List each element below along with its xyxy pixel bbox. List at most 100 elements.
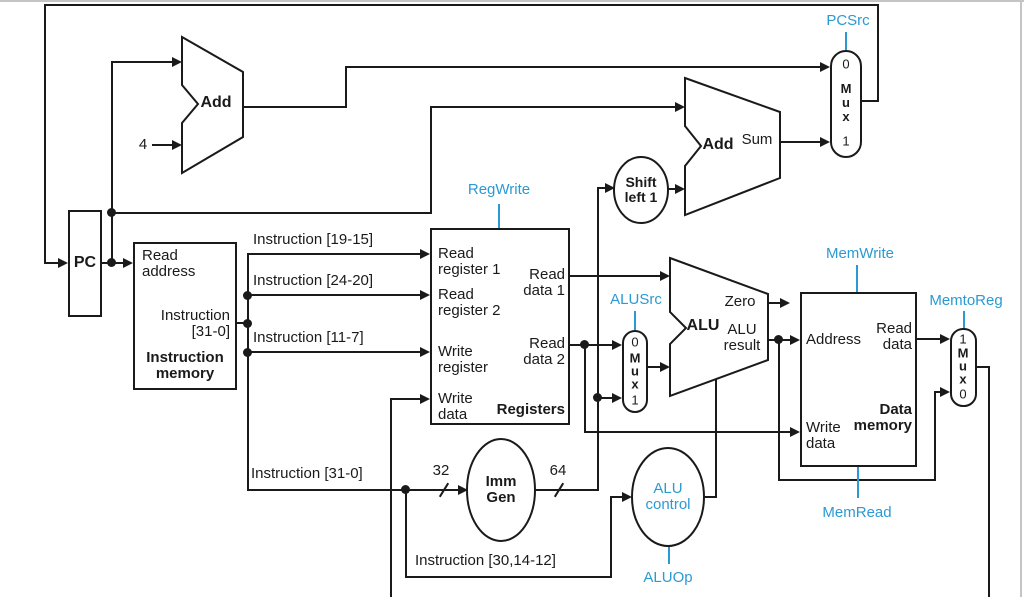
arrowhead — [605, 183, 615, 193]
wire — [570, 344, 613, 346]
alusrc-mux — [622, 330, 648, 413]
memtoreg-mux-input-0-label: 0 — [959, 386, 967, 402]
wire — [666, 188, 677, 190]
wire-label-instruction-31-0: Instruction [31-0] — [251, 465, 363, 482]
pc-label: PC — [73, 254, 97, 271]
junction-dot — [243, 291, 252, 300]
wire — [111, 212, 432, 214]
wire — [390, 399, 392, 597]
data-memory-read-data-port: Read data — [876, 320, 912, 353]
add-branch-sum-label: Sum — [741, 131, 773, 148]
instruction-memory-read-address-port: Read address — [142, 247, 196, 280]
control-line-memtoreg — [963, 311, 965, 328]
wire — [247, 253, 420, 255]
arrowhead — [660, 362, 670, 372]
adder-branch-shape — [684, 76, 781, 217]
memtoreg-mux-input-1-label: 1 — [959, 331, 967, 347]
registers-write-register-port: Write register — [438, 343, 489, 376]
control-line-memread — [857, 467, 859, 498]
wire — [917, 338, 941, 340]
pcsrc-mux-letters: M u x — [840, 81, 852, 124]
control-label-alusrc: ALUSrc — [610, 291, 662, 308]
pcsrc-mux-input-1-label: 1 — [842, 133, 850, 149]
wire-label-instruction-30-14-12: Instruction [30,14-12] — [415, 552, 556, 569]
adder-pc-shape — [181, 35, 244, 175]
registers-block — [430, 228, 570, 425]
wire — [584, 344, 586, 433]
wire — [977, 366, 990, 368]
control-label-memread: MemRead — [822, 504, 892, 521]
slide-border-top — [0, 0, 1024, 2]
control-line-alusrc — [634, 311, 636, 330]
memtoreg-mux-letters: M u x — [957, 345, 969, 387]
wire — [988, 366, 990, 597]
registers-read-register-2-port: Read register 2 — [438, 286, 501, 319]
imm-gen-label: Imm Gen — [485, 473, 517, 506]
wire — [152, 144, 173, 146]
registers-read-data-1-port: Read data 1 — [523, 266, 565, 299]
arrowhead — [790, 335, 800, 345]
junction-dot — [580, 340, 589, 349]
wire — [243, 106, 347, 108]
wire — [877, 4, 879, 102]
wire — [597, 187, 607, 189]
arrowhead — [172, 140, 182, 150]
wire — [44, 4, 46, 264]
wire — [780, 141, 820, 143]
wire — [584, 431, 791, 433]
wire — [111, 61, 173, 63]
memtoreg-mux — [950, 328, 977, 407]
arrowhead — [420, 347, 430, 357]
instruction-memory-block — [133, 242, 237, 390]
wire — [862, 100, 879, 102]
wire — [247, 294, 420, 296]
control-line-regwrite — [498, 204, 500, 228]
control-line-memwrite — [856, 265, 858, 292]
junction-dot — [243, 319, 252, 328]
alu-zero-label: Zero — [724, 293, 756, 310]
registers-title: Registers — [496, 401, 565, 418]
wire — [715, 378, 717, 498]
wire — [610, 496, 623, 498]
shift-left-1-shape — [613, 156, 669, 224]
wire-label-64: 64 — [549, 462, 567, 479]
junction-dot — [774, 335, 783, 344]
wire — [570, 275, 661, 277]
wire — [778, 339, 780, 481]
wire — [345, 67, 347, 108]
imm-gen-shape — [466, 438, 536, 542]
arrowhead — [790, 427, 800, 437]
junction-dot — [107, 208, 116, 217]
wire — [702, 496, 717, 498]
registers-read-data-2-port: Read data 2 — [523, 335, 565, 368]
arrowhead — [58, 258, 68, 268]
arrowhead — [612, 340, 622, 350]
wire — [610, 497, 612, 578]
arrowhead — [622, 492, 632, 502]
pcsrc-mux — [830, 50, 862, 158]
wire — [345, 66, 820, 68]
wire-label-instruction-24-20: Instruction [24-20] — [253, 272, 374, 289]
arrowhead — [675, 184, 685, 194]
junction-dot — [401, 485, 410, 494]
pc-block — [68, 210, 102, 317]
wire — [390, 398, 421, 400]
wire-label-32: 32 — [432, 462, 450, 479]
wire-label-four: 4 — [138, 136, 148, 153]
wire — [405, 576, 612, 578]
add-pc-label: Add — [200, 94, 232, 111]
arrowhead — [420, 290, 430, 300]
data-memory-block — [800, 292, 917, 467]
instruction-memory-instruction-port: Instruction [31-0] — [160, 307, 230, 340]
instruction-memory-title: Instruction memory — [146, 349, 224, 382]
data-memory-write-data-port: Write data — [806, 419, 841, 452]
arrowhead — [612, 393, 622, 403]
control-line-pcsrc — [845, 32, 847, 50]
wire — [111, 62, 113, 264]
wire — [44, 262, 60, 264]
arrowhead — [458, 485, 468, 495]
alusrc-mux-letters: M u x — [629, 350, 641, 392]
slide-border-right — [1020, 2, 1022, 597]
control-label-memtoreg: MemtoReg — [929, 292, 1003, 309]
arrowhead — [660, 271, 670, 281]
